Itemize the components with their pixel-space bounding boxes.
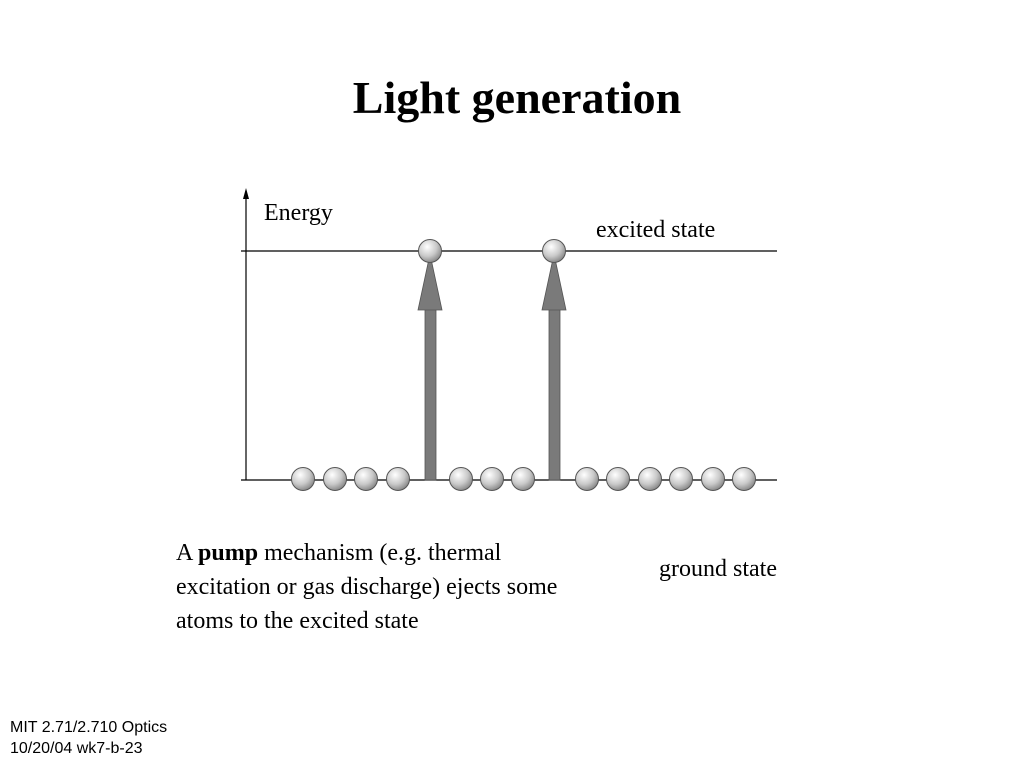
ground-atom (449, 467, 473, 491)
ground-state-label: ground state (659, 556, 777, 582)
slide-title: Light generation (352, 72, 682, 123)
caption-rest: mechanism (e.g. thermal excitation or ga… (176, 540, 558, 634)
caption-prefix: A (176, 540, 199, 566)
excited-atoms (418, 239, 566, 263)
caption-emphasis: pump (198, 540, 259, 566)
ground-atom (354, 467, 378, 491)
ground-atom (323, 467, 347, 491)
pump-arrow (417, 253, 443, 481)
ground-atom (732, 467, 756, 491)
ground-atom (575, 467, 599, 491)
ground-atoms (291, 467, 756, 491)
footer-course: MIT 2.71/2.710 Optics (10, 719, 168, 736)
ground-atom (638, 467, 662, 491)
excited-state-label: excited state (596, 217, 716, 243)
energy-axis-arrowhead (243, 188, 249, 199)
energy-axis-label: Energy (264, 200, 333, 226)
slide-footer: MIT 2.71/2.710 Optics 10/20/04 wk7-b-23 (10, 717, 167, 759)
pump-arrow (541, 253, 567, 481)
pump-caption: A pump mechanism (e.g. thermal excitatio… (176, 536, 596, 638)
excited-atom (418, 239, 442, 263)
ground-atom (606, 467, 630, 491)
footer-date-id: 10/20/04 wk7-b-23 (10, 740, 143, 757)
ground-atom (511, 467, 535, 491)
excited-atom (542, 239, 566, 263)
ground-atom (291, 467, 315, 491)
ground-atom (480, 467, 504, 491)
ground-atom (701, 467, 725, 491)
ground-atom (669, 467, 693, 491)
ground-atom (386, 467, 410, 491)
